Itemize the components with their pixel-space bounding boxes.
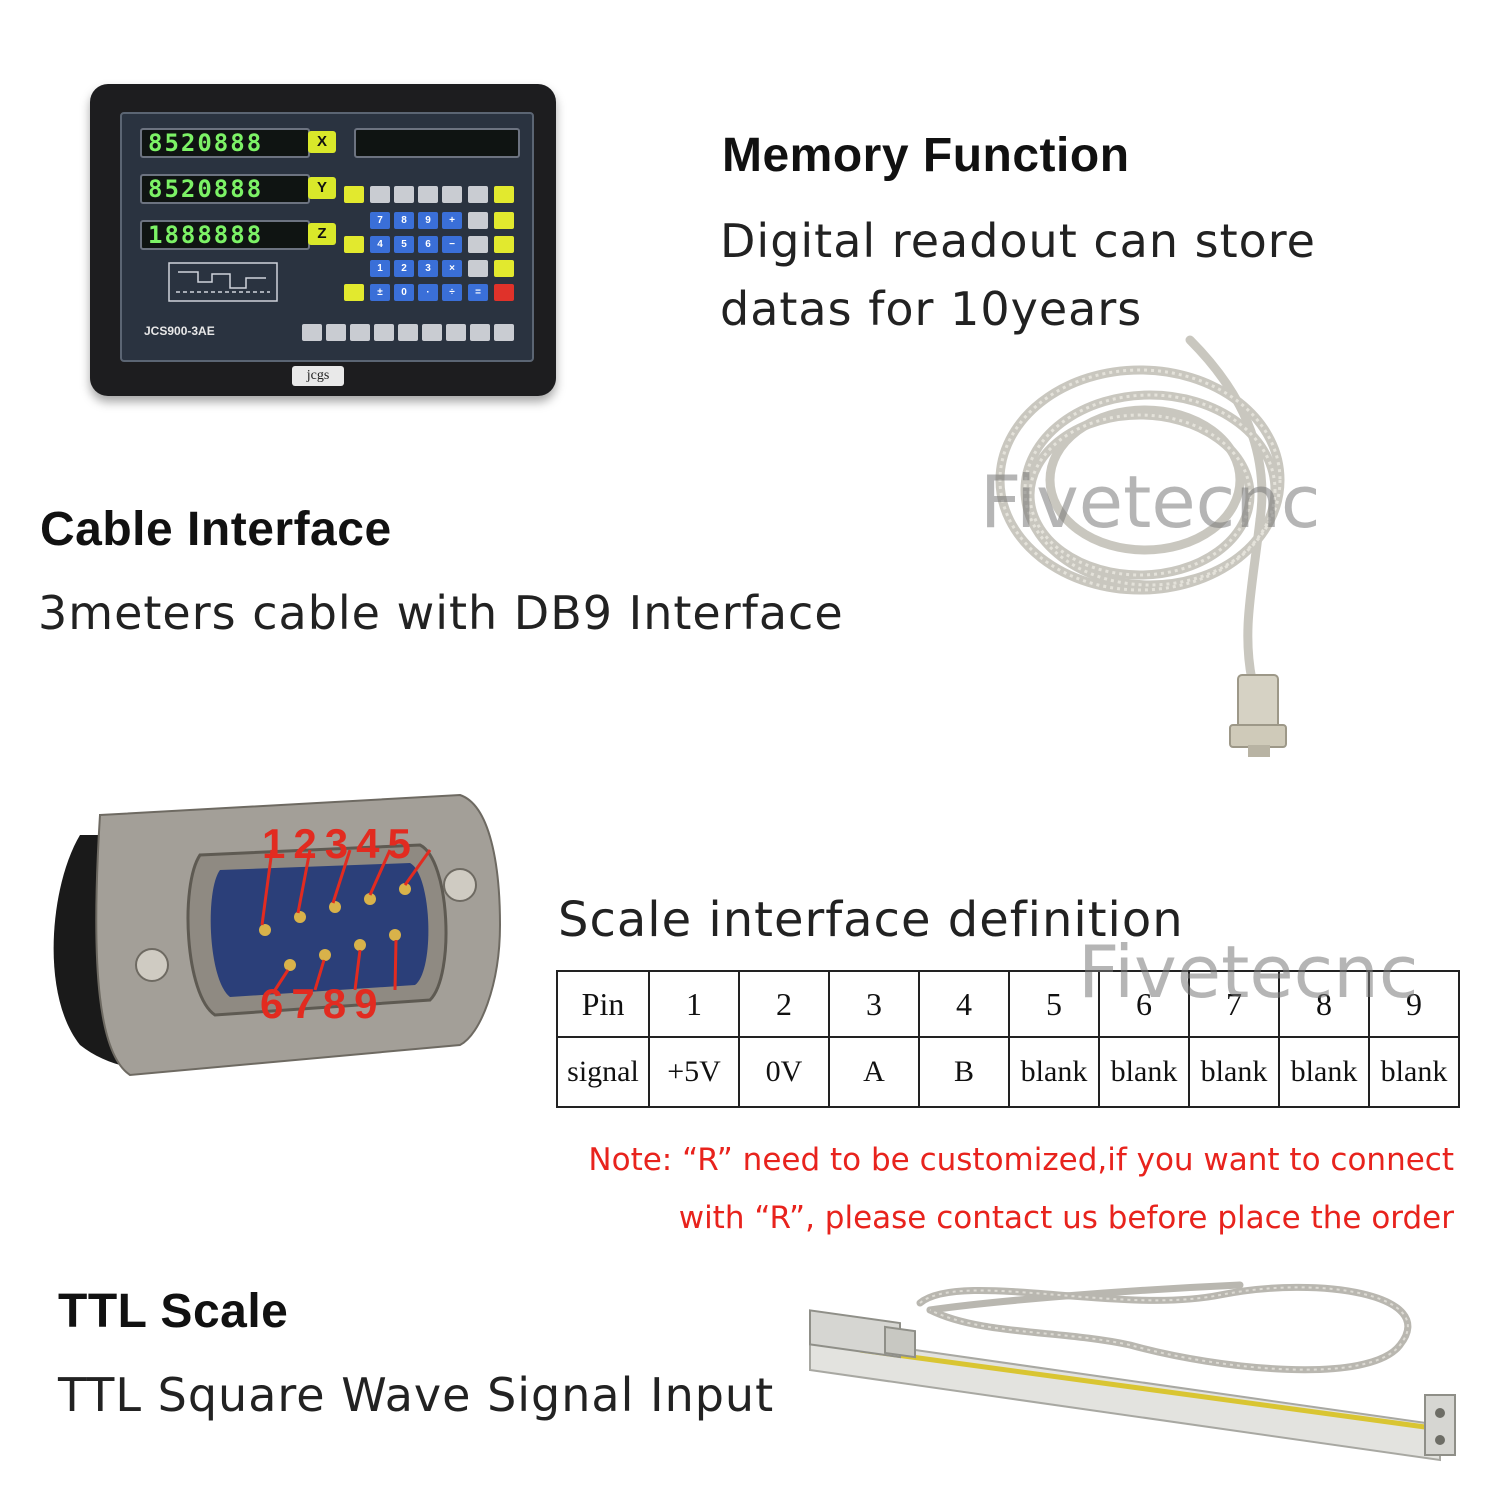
machine-diagram-icon xyxy=(168,262,278,302)
watermark-table: Fivetecnc xyxy=(1078,930,1419,1014)
db9-plug-icon xyxy=(1229,674,1287,757)
y-readout: 8520888 xyxy=(140,174,310,204)
signal-header-cell: signal xyxy=(556,1036,650,1108)
pin-cell: 8 xyxy=(1278,970,1370,1038)
pin-label-9: 9 xyxy=(354,980,386,1027)
signal-cell: blank xyxy=(1008,1036,1100,1108)
dro-brand-logo: jcgs xyxy=(292,366,344,386)
signal-cell: blank xyxy=(1278,1036,1370,1108)
aux-readout xyxy=(354,128,520,158)
pin-cell: 6 xyxy=(1098,970,1190,1038)
signal-cell: B xyxy=(918,1036,1010,1108)
note-line2: with “R”, please contact us before place… xyxy=(678,1200,1454,1236)
table-row-pins: Pin 1 2 3 4 5 6 7 8 9 xyxy=(556,970,1460,1038)
note-line1: Note: “R” need to be customized,if you w… xyxy=(588,1142,1454,1178)
scale-interface-title: Scale interface definition xyxy=(558,892,1184,948)
pin-label-6: 6 xyxy=(260,980,292,1027)
y-axis-key: Y xyxy=(308,177,336,199)
db9-connector-image xyxy=(53,793,502,1077)
ttl-scale-desc: TTL Square Wave Signal Input xyxy=(58,1368,775,1422)
pin-label-4: 4 xyxy=(356,820,388,867)
pin-label-1: 1 xyxy=(262,820,294,867)
signal-cell: blank xyxy=(1188,1036,1280,1108)
pin-label-2: 2 xyxy=(293,820,325,867)
dro-model-label: JCS900-3AE xyxy=(144,324,215,338)
pin-cell: 2 xyxy=(738,970,830,1038)
pin-cell: 4 xyxy=(918,970,1010,1038)
pin-cell: 1 xyxy=(648,970,740,1038)
linear-scale-image xyxy=(809,1281,1456,1462)
memory-desc-line1: Digital readout can store xyxy=(720,214,1316,268)
pin-label-3: 3 xyxy=(324,820,357,867)
connector-pins-top-label: 12345 xyxy=(262,820,419,868)
pin-cell: 9 xyxy=(1368,970,1460,1038)
memory-desc-line2: datas for 10years xyxy=(720,282,1143,336)
signal-cell: 0V xyxy=(738,1036,830,1108)
x-readout: 8520888 xyxy=(140,128,310,158)
connector-pins-bottom-label: 6789 xyxy=(260,980,385,1028)
table-row-signals: signal +5V 0V A B blank blank blank blan… xyxy=(556,1036,1460,1108)
pin-header-cell: Pin xyxy=(556,970,650,1038)
ttl-scale-title: TTL Scale xyxy=(58,1285,289,1338)
cable-coil-image xyxy=(995,335,1287,757)
x-axis-key: X xyxy=(308,131,336,153)
cable-interface-title: Cable Interface xyxy=(40,503,392,556)
pin-cell: 5 xyxy=(1008,970,1100,1038)
pin-label-8: 8 xyxy=(322,980,355,1027)
z-axis-key: Z xyxy=(308,223,336,245)
signal-cell: A xyxy=(828,1036,920,1108)
signal-cell: blank xyxy=(1368,1036,1460,1108)
signal-cell: blank xyxy=(1098,1036,1190,1108)
pin-label-5: 5 xyxy=(387,820,419,867)
memory-function-title: Memory Function xyxy=(722,129,1130,182)
pin-label-7: 7 xyxy=(291,980,323,1027)
cable-interface-desc: 3meters cable with DB9 Interface xyxy=(38,586,844,640)
pin-definition-table: Pin 1 2 3 4 5 6 7 8 9 signal +5V 0V A B … xyxy=(556,970,1460,1108)
dro-front-panel: 8520888 X 8520888 Y 1888888 Z 7 8 9 + 4 … xyxy=(120,112,534,362)
watermark-top: Fivetecnc xyxy=(980,460,1321,544)
z-readout: 1888888 xyxy=(140,220,310,250)
pin-cell: 7 xyxy=(1188,970,1280,1038)
signal-cell: +5V xyxy=(648,1036,740,1108)
pin-cell: 3 xyxy=(828,970,920,1038)
